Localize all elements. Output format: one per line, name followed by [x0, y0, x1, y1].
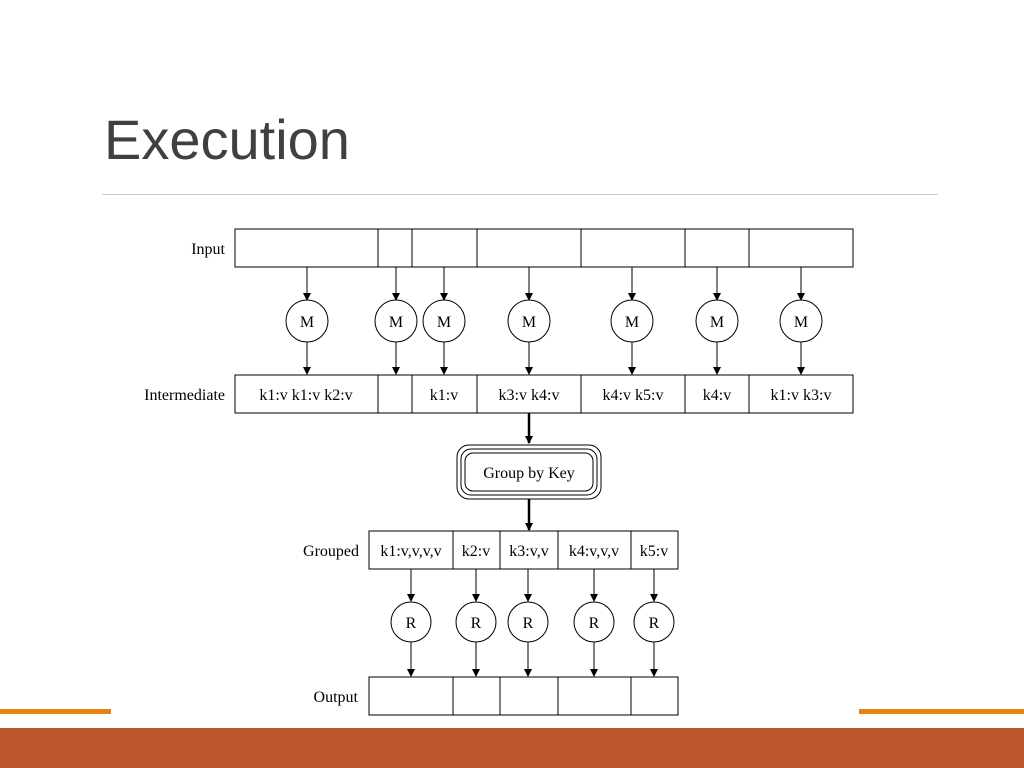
footer-band [0, 728, 1024, 768]
output-cell [630, 676, 679, 716]
intermediate-cell-text: k3:v k4:v [499, 387, 560, 404]
grouped-cell-text: k5:v [640, 543, 668, 560]
map-node-label: M [389, 314, 403, 331]
grouped-cell-text: k1:v,v,v,v [380, 543, 441, 560]
footer-accent-stripe-left [0, 709, 111, 714]
grouped-cell [368, 530, 454, 570]
reduce-node: R [507, 601, 549, 643]
input-cell [476, 228, 582, 268]
map-node-label: M [300, 314, 314, 331]
group-by-key-node: Group by Key [456, 444, 602, 500]
map-node: M [695, 299, 739, 343]
grouped-cell-text: k3:v,v [509, 543, 548, 560]
reduce-node-label: R [471, 615, 482, 632]
row-label-grouped: Grouped [303, 543, 359, 560]
intermediate-cell-text: k4:v k5:v [603, 387, 664, 404]
input-cell [748, 228, 854, 268]
map-node-label: M [522, 314, 536, 331]
intermediate-cell [748, 374, 854, 414]
grouped-cell [557, 530, 632, 570]
map-node-label: M [437, 314, 451, 331]
input-cell [580, 228, 686, 268]
map-node-label: M [794, 314, 808, 331]
group-by-key-label: Group by Key [483, 465, 575, 482]
row-label-intermediate: Intermediate [144, 387, 225, 404]
intermediate-cell-text: k4:v [703, 387, 731, 404]
title-divider [102, 194, 938, 195]
output-cell [499, 676, 559, 716]
intermediate-cell [411, 374, 478, 414]
reduce-node: R [390, 601, 432, 643]
reduce-node-label: R [589, 615, 600, 632]
input-cell [234, 228, 379, 268]
row-label-input: Input [191, 241, 225, 258]
grouped-to-reduce-arrows [407, 569, 658, 602]
grouped-row: k1:v,v,v,v k2:v k3:v,v k4:v,v,v k5:v [368, 530, 679, 570]
map-node: M [507, 299, 551, 343]
input-cell [684, 228, 750, 268]
grouped-cell-text: k2:v [462, 543, 490, 560]
reduce-node-label: R [406, 615, 417, 632]
intermediate-row: k1:v k1:v k2:v k1:v k3:v k4:v k4:v k5:v … [234, 374, 854, 414]
input-cell [377, 228, 413, 268]
grouped-cell [452, 530, 501, 570]
map-to-intermediate-arrows [303, 342, 805, 375]
input-row [234, 228, 854, 268]
output-cell [452, 676, 501, 716]
map-node: M [285, 299, 329, 343]
map-nodes: M M M M M M M [285, 299, 823, 343]
row-label-output: Output [314, 689, 359, 706]
input-cell [411, 228, 478, 268]
map-node-label: M [625, 314, 639, 331]
map-node: M [374, 299, 418, 343]
reduce-node: R [573, 601, 615, 643]
intermediate-cell-text: k1:v k1:v k2:v [259, 387, 352, 404]
intermediate-cell [234, 374, 379, 414]
grouped-cell-text: k4:v,v,v [569, 543, 619, 560]
reduce-nodes: R R R R R [390, 601, 675, 643]
input-to-map-arrows [303, 267, 805, 301]
map-node: M [610, 299, 654, 343]
map-node: M [422, 299, 466, 343]
output-row [368, 676, 679, 716]
intermediate-cell-text: k1:v k3:v [771, 387, 832, 404]
output-cell [368, 676, 454, 716]
reduce-node: R [455, 601, 497, 643]
reduce-node: R [633, 601, 675, 643]
map-node: M [779, 299, 823, 343]
intermediate-cell [377, 374, 413, 414]
intermediate-cell-text: k1:v [430, 387, 458, 404]
intermediate-cell [580, 374, 686, 414]
reduce-node-label: R [523, 615, 534, 632]
reduce-node-label: R [649, 615, 660, 632]
footer-accent-stripe-right [859, 709, 1024, 714]
map-node-label: M [710, 314, 724, 331]
slide-title: Execution [104, 108, 350, 171]
reduce-to-output-arrows [407, 642, 658, 677]
intermediate-cell [684, 374, 750, 414]
output-cell [557, 676, 632, 716]
